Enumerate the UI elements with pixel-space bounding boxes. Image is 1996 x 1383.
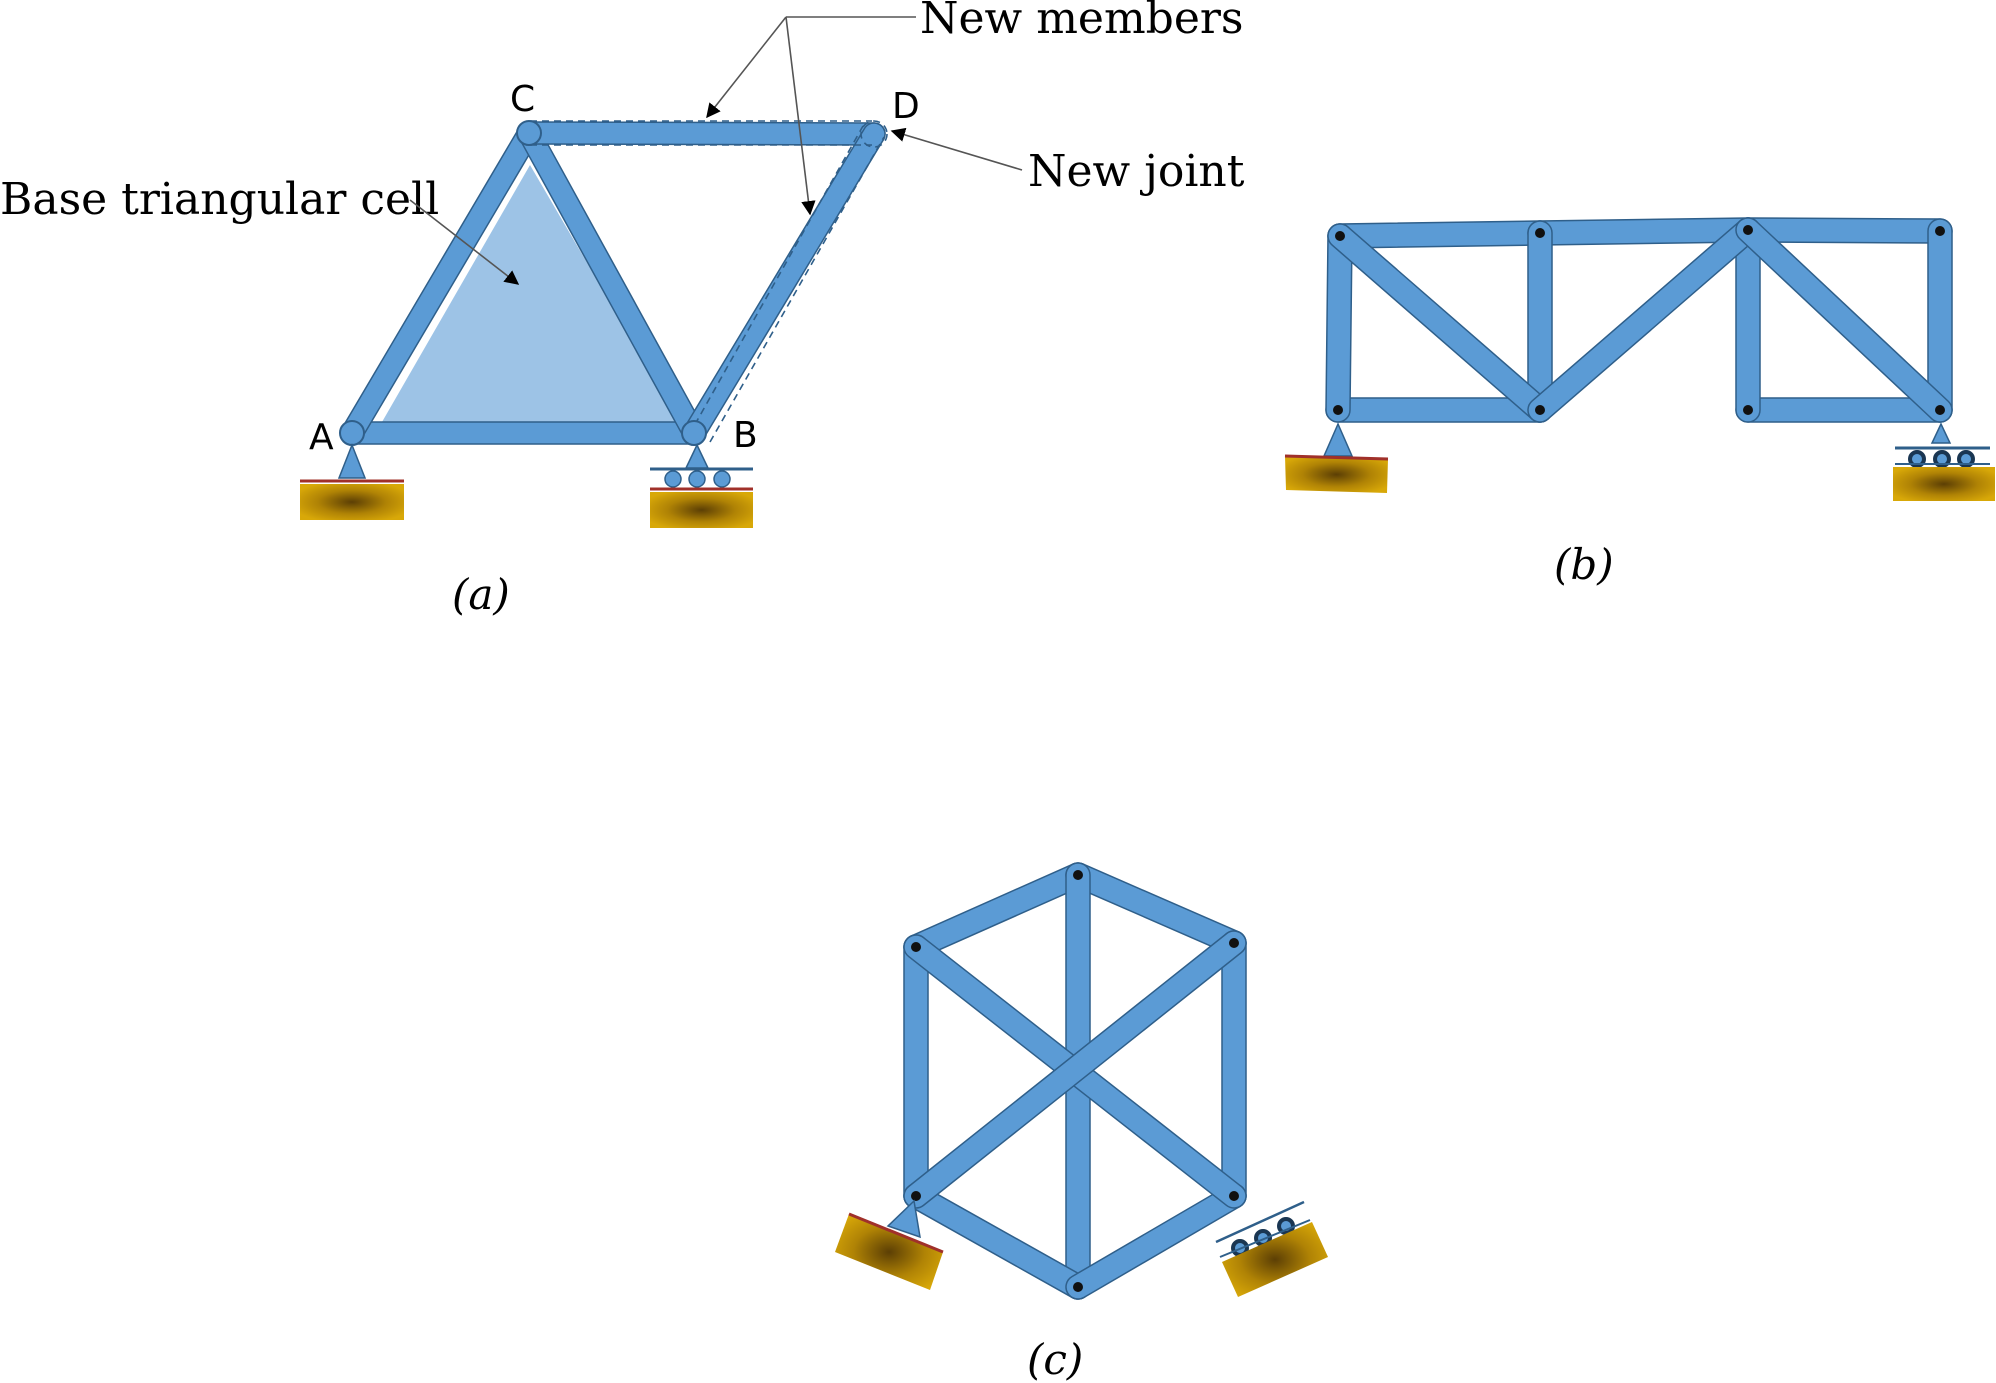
caption-c: (c) — [1027, 1335, 1083, 1383]
base-triangular-cell — [382, 165, 680, 422]
pin-tl — [1335, 231, 1345, 241]
figure-b-members — [1325, 217, 1953, 423]
caption-b: (b) — [1554, 540, 1614, 589]
ground-block-b-left — [1285, 456, 1388, 493]
roller-support-b — [650, 443, 753, 528]
figure-c-members — [903, 862, 1247, 1300]
pin-t3 — [1743, 225, 1753, 235]
joint-a — [339, 420, 365, 446]
triangle-pin-support-icon — [337, 442, 367, 479]
caption-a: (a) — [452, 570, 510, 619]
triangle-pin-support-icon — [1930, 422, 1952, 444]
roller-support-icon — [1908, 450, 1975, 468]
member-right-vertical — [1221, 930, 1247, 1209]
joint-label-c: C — [510, 79, 535, 120]
base-cell-label: Base triangular cell — [0, 174, 439, 225]
new-joint-label: New joint — [1028, 146, 1245, 197]
ground-block-a — [300, 484, 404, 520]
new-members-dashed-outline — [530, 120, 888, 443]
joint-label-b: B — [733, 415, 758, 456]
ground-block-c-left — [835, 1214, 943, 1290]
pin-top — [1073, 870, 1083, 880]
base-cell-leader — [409, 199, 520, 285]
figure-a: A B C D New members New joint Base trian… — [0, 0, 1245, 619]
pin-bl — [1333, 405, 1343, 415]
member-diagonal-ur-ll — [903, 930, 1247, 1209]
figure-c: (c) — [835, 862, 1328, 1383]
member-diagonal-1 — [1327, 223, 1553, 423]
pin-tr — [1935, 226, 1945, 236]
joint-label-d: D — [892, 86, 920, 127]
ground-block-b-right — [1893, 467, 1995, 501]
pin-support-c-left — [835, 1199, 944, 1290]
new-members-leader-arrow-1 — [706, 16, 787, 119]
new-joint-leader — [890, 127, 1023, 171]
member-diagonal-3 — [1735, 217, 1953, 423]
ground-block-c-right — [1222, 1222, 1328, 1297]
joint-b — [681, 420, 707, 446]
member-cd-new — [517, 121, 886, 146]
pin-support-b-left — [1284, 422, 1389, 493]
pin-b3 — [1743, 405, 1753, 415]
member-ab — [340, 421, 706, 445]
pin-ul — [911, 942, 921, 952]
pin-lr — [1229, 1191, 1239, 1201]
pin-ll — [911, 1191, 921, 1201]
member-bd-new — [682, 122, 886, 445]
figure-b: (b) — [1284, 217, 1995, 589]
pin-t2 — [1535, 228, 1545, 238]
triangle-pin-support-icon — [1322, 422, 1354, 457]
member-left-vertical — [903, 934, 929, 1209]
figure-b-pins — [1333, 225, 1945, 415]
roller-support-b-right — [1893, 422, 1995, 501]
triangle-pin-support-icon — [684, 443, 710, 469]
joint-label-a: A — [309, 417, 334, 458]
roller-support-c-right — [1215, 1200, 1328, 1297]
new-members-label: New members — [920, 0, 1244, 44]
pin-b2 — [1535, 405, 1545, 415]
roller-support-icon — [664, 470, 731, 488]
ground-block-b — [650, 492, 753, 528]
new-members-leader-arrow-2 — [785, 16, 816, 216]
triangle-pin-support-icon — [886, 1199, 921, 1239]
pin-support-a — [300, 442, 404, 520]
pin-bot — [1073, 1282, 1083, 1292]
figure-c-pins — [911, 870, 1239, 1292]
pin-br — [1935, 405, 1945, 415]
pin-ur — [1229, 938, 1239, 948]
joint-c — [516, 120, 542, 146]
